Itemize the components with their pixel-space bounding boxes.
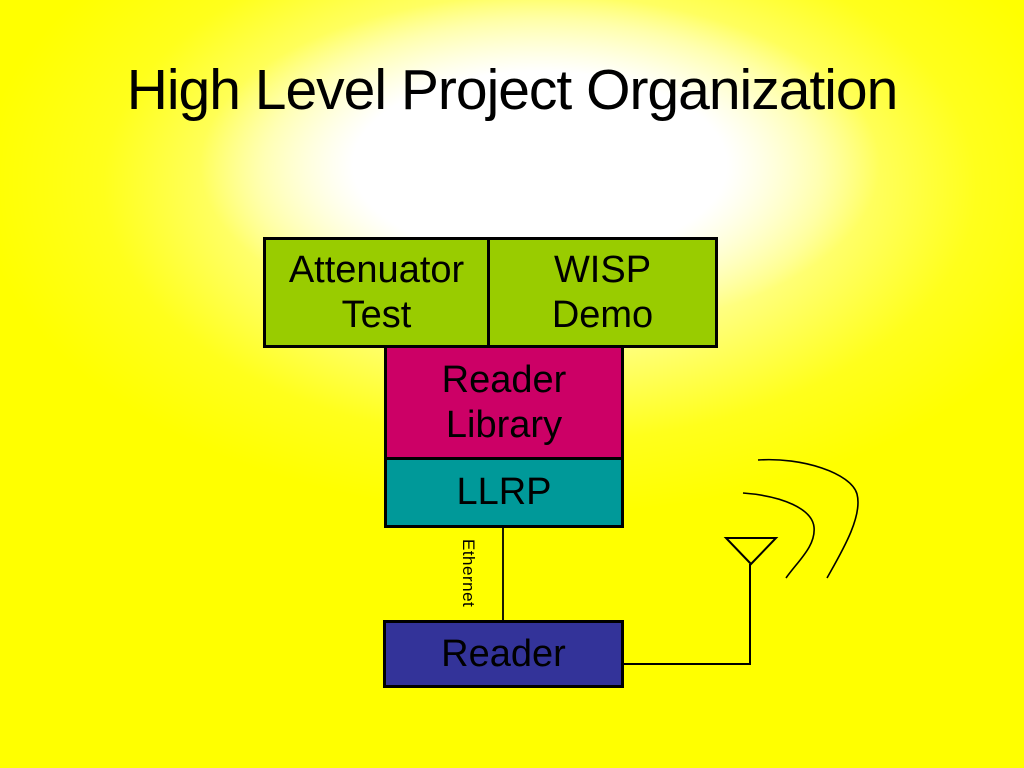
box-reader-library: Reader Library: [384, 345, 624, 460]
box-wisp-demo: WISP Demo: [487, 237, 718, 348]
ethernet-connection-label: Ethernet: [459, 539, 478, 608]
radio-waves-icon: [742, 492, 815, 579]
box-reader-library-label-line2: Library: [445, 403, 563, 446]
box-attenuator-test-label-line1: Attenuator: [288, 248, 465, 291]
box-llrp: LLRP: [384, 457, 624, 528]
antenna-icon: [723, 537, 779, 566]
box-wisp-demo-label-line1: WISP: [553, 248, 652, 291]
box-reader-library-label-line1: Reader: [441, 358, 567, 401]
box-wisp-demo-label-line2: Demo: [551, 293, 654, 336]
slide-title: High Level Project Organization: [126, 58, 899, 122]
box-reader-label: Reader: [441, 632, 566, 675]
reader-antenna-wire: [624, 564, 751, 665]
box-reader: Reader: [383, 620, 624, 688]
box-attenuator-test-label-line2: Test: [341, 293, 412, 336]
box-attenuator-test: Attenuator Test: [263, 237, 490, 348]
box-llrp-label: LLRP: [456, 471, 552, 514]
radio-waves-icon: [757, 458, 859, 579]
